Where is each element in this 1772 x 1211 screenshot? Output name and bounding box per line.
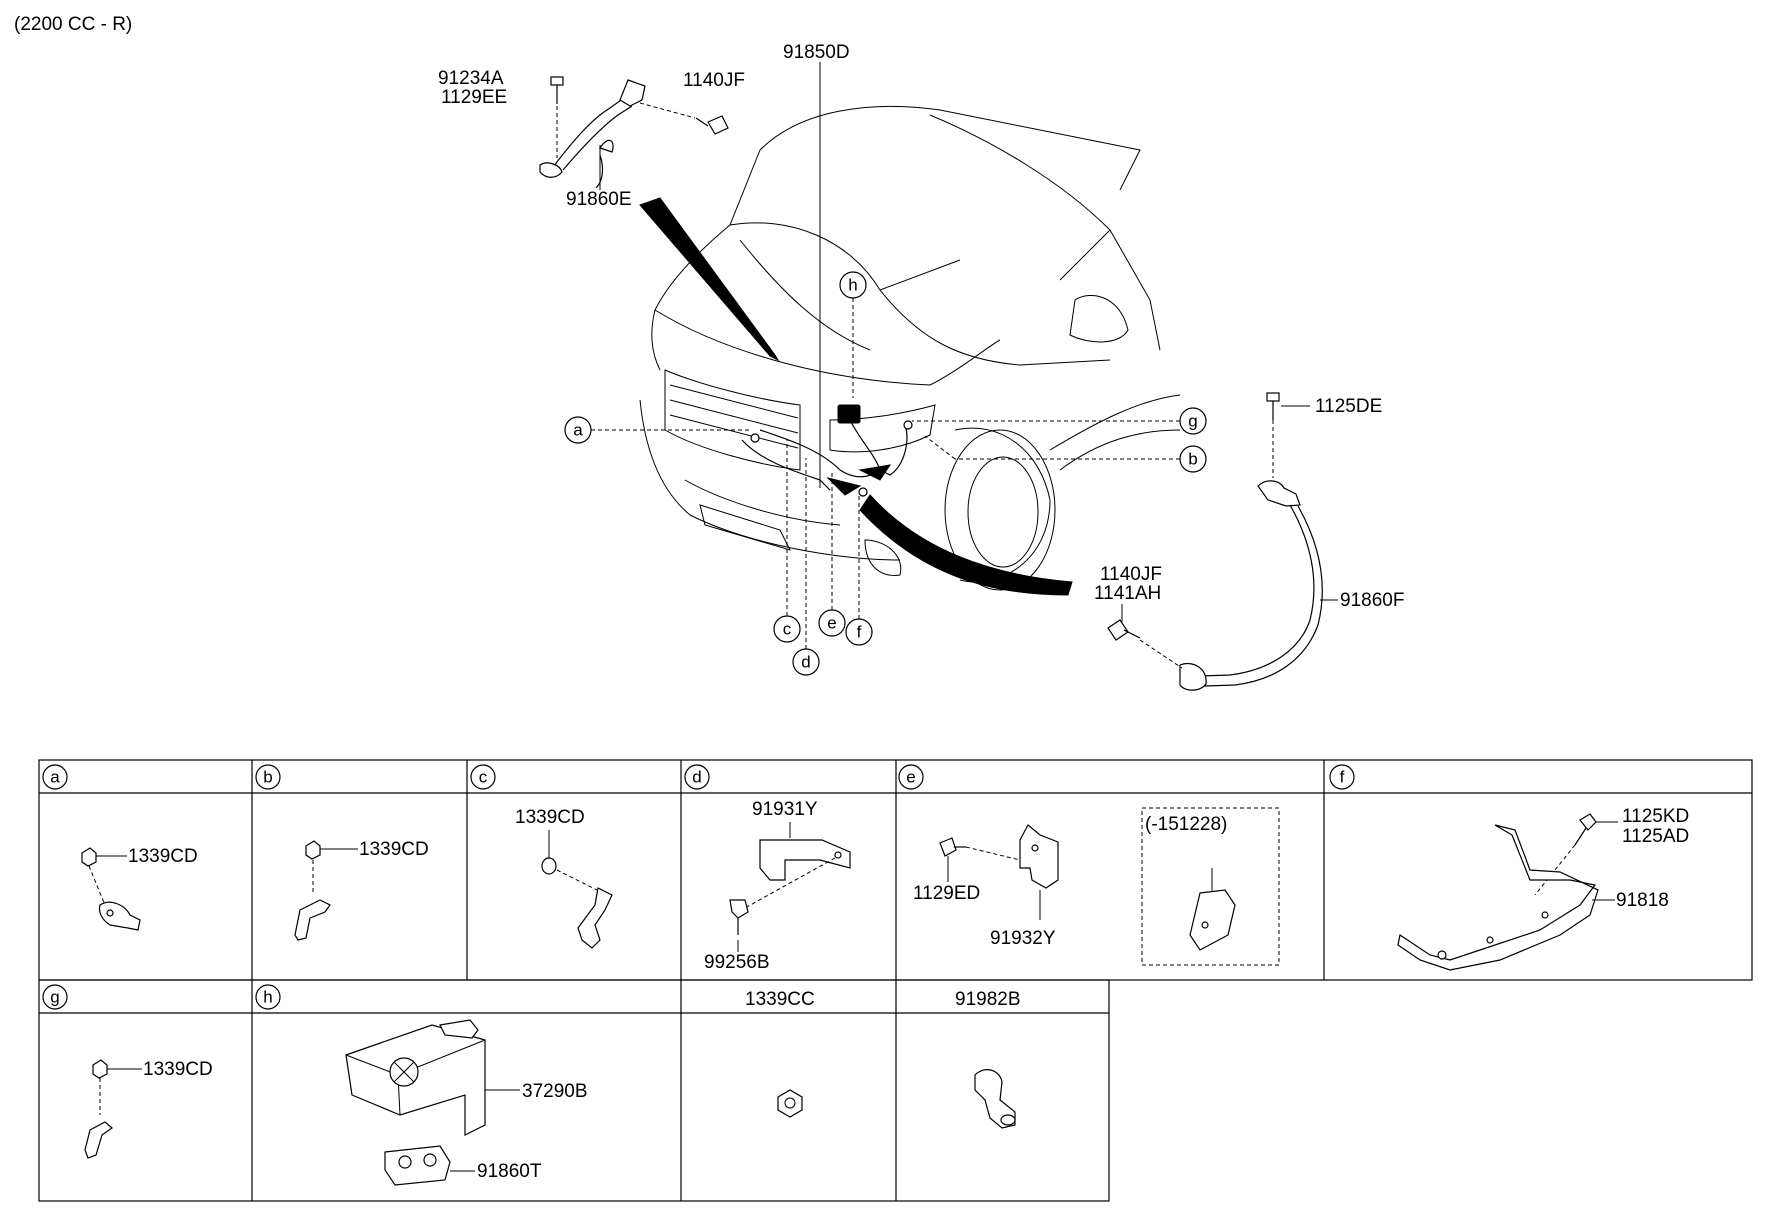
- label-1140JF-top: 1140JF: [683, 70, 745, 91]
- label-c-1339CD: 1339CD: [515, 807, 585, 828]
- detail-cell-f: f 1125KD 1125AD 91818: [1329, 764, 1689, 971]
- label-1141AH: 1141AH: [1094, 583, 1161, 604]
- svg-text:b: b: [1188, 450, 1197, 469]
- label-e-variant-note: (-151228): [1145, 814, 1227, 835]
- svg-text:b: b: [263, 768, 272, 787]
- bolt-1140JF-top-icon: [695, 115, 729, 135]
- wiring-harness: [741, 404, 913, 497]
- label-e-91932Y: 91932Y: [990, 928, 1056, 949]
- vehicle-drawing: [639, 105, 1181, 591]
- detail-cell-91982B: 91982B: [955, 989, 1021, 1129]
- detail-cell-d: d 91931Y 99256B: [684, 764, 851, 973]
- leader-wedge-right: [859, 494, 1073, 596]
- detail-cell-c: c 1339CD: [470, 764, 613, 949]
- battery-cable-left: [539, 79, 646, 189]
- callout-h: h: [839, 271, 867, 398]
- callout-f: f: [845, 495, 873, 646]
- bolt-1140JF-bottom-icon: [1107, 619, 1141, 641]
- svg-text:c: c: [479, 768, 488, 787]
- bolt-91234A-icon: [550, 76, 564, 104]
- bolt-1125DE-icon: [1266, 392, 1280, 420]
- label-f-1125AD: 1125AD: [1622, 826, 1689, 847]
- svg-text:d: d: [692, 768, 701, 787]
- svg-text:g: g: [1188, 412, 1197, 431]
- callout-a: a: [564, 416, 752, 444]
- svg-text:d: d: [801, 653, 810, 672]
- svg-text:f: f: [857, 623, 862, 642]
- label-h-37290B: 37290B: [522, 1081, 588, 1102]
- svg-text:f: f: [1340, 768, 1345, 787]
- label-h-91860T: 91860T: [477, 1161, 542, 1182]
- callout-c: c: [773, 440, 801, 643]
- leader-wedge-left: [639, 197, 780, 362]
- svg-text:g: g: [50, 988, 59, 1007]
- label-g-1339CD: 1339CD: [143, 1059, 213, 1080]
- detail-grid: [38, 759, 1753, 1202]
- callout-e: e: [818, 470, 846, 637]
- label-91234A: 91234A: [438, 68, 504, 89]
- detail-cell-b: b 1339CD: [255, 764, 429, 941]
- label-b-1339CD: 1339CD: [359, 839, 429, 860]
- label-91850D: 91850D: [783, 42, 850, 63]
- label-91982B: 91982B: [955, 989, 1021, 1010]
- detail-cell-1339CC: 1339CC: [745, 989, 815, 1118]
- label-91860F: 91860F: [1340, 590, 1404, 611]
- label-1129EE: 1129EE: [441, 87, 507, 108]
- detail-cell-a: a 1339CD: [42, 764, 198, 931]
- label-e-1129ED: 1129ED: [913, 883, 980, 904]
- label-d-91931Y: 91931Y: [752, 799, 818, 820]
- variant-header: (2200 CC - R): [14, 14, 132, 35]
- svg-text:a: a: [573, 421, 583, 440]
- svg-text:h: h: [263, 988, 272, 1007]
- label-f-91818: 91818: [1616, 890, 1669, 911]
- detail-cell-e: e 1129ED 91932Y (-151228): [898, 764, 1280, 966]
- detail-cell-h: h 37290B 91860T: [255, 984, 588, 1186]
- label-1125DE: 1125DE: [1315, 396, 1382, 417]
- battery-cable-right: [1179, 480, 1323, 691]
- svg-text:a: a: [50, 768, 60, 787]
- svg-text:e: e: [827, 614, 836, 633]
- label-1339CC: 1339CC: [745, 989, 815, 1010]
- callout-d: d: [792, 458, 820, 676]
- callout-b: b: [924, 435, 1207, 473]
- callout-g: g: [912, 407, 1207, 435]
- label-a-1339CD: 1339CD: [128, 846, 198, 867]
- svg-text:h: h: [848, 276, 857, 295]
- svg-text:e: e: [906, 768, 915, 787]
- detail-cell-g: g 1339CD: [42, 984, 213, 1159]
- label-91860E: 91860E: [566, 189, 632, 210]
- label-1140JF-bottom: 1140JF: [1100, 564, 1162, 585]
- svg-text:c: c: [783, 620, 792, 639]
- label-f-1125KD: 1125KD: [1622, 806, 1689, 827]
- label-d-99256B: 99256B: [704, 952, 770, 973]
